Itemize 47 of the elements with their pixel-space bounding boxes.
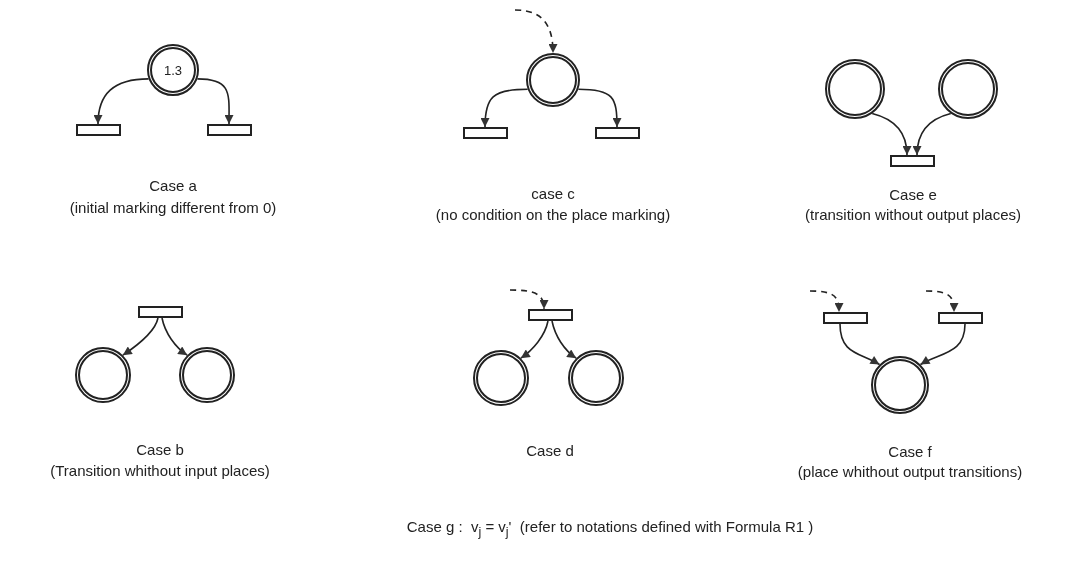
case-description: (no condition on the place marking) [435,206,671,223]
place-circle [871,356,929,414]
dashed-arrow [509,289,548,310]
transition-bar [594,127,640,139]
case-title: Case e [889,186,937,203]
case-title: Case f [888,443,932,460]
dashed-arrow [809,290,844,313]
place-circle [147,44,199,96]
place-circle [526,53,580,107]
place-circle [179,347,235,403]
case-description: (place whithout output transitions) [797,463,1023,480]
case-title: case c [531,185,575,202]
transition-bar [937,312,983,324]
arrow [839,323,881,366]
case-description: (Transition whithout input places) [50,462,270,479]
transition-bar [822,312,868,324]
transition-bar [75,124,121,136]
arrow [520,320,549,359]
place-circle [938,59,998,119]
transition-bar [889,155,935,167]
arrow [93,78,150,125]
case-title: Case a [149,177,197,194]
dashed-arrow [514,9,558,54]
arrow [161,317,188,356]
case-title: Case b [136,441,184,458]
arrow [912,112,952,156]
case-title: Case d [526,442,574,459]
arrow [480,88,529,128]
transition-bar [206,124,252,136]
transition-bar [462,127,508,139]
arrow [122,317,159,356]
arrow [919,323,966,366]
arrow [551,320,577,359]
place-circle [473,350,529,406]
case-description: (transition without output places) [805,206,1021,223]
arrow [196,78,234,125]
transition-bar [137,306,183,318]
transition-bar [527,309,573,321]
note: Case g : v$_{j}$ = v$_{j}$' (refer to notations defined with Formula R1 ) [406,518,814,539]
dashed-arrow [925,290,959,313]
arrow [577,88,622,128]
place-circle [825,59,885,119]
place-circle [568,350,624,406]
marking-number: 1.3 [163,62,183,78]
case-description: (initial marking different from 0) [69,199,277,216]
arrow [871,112,912,156]
place-circle [75,347,131,403]
